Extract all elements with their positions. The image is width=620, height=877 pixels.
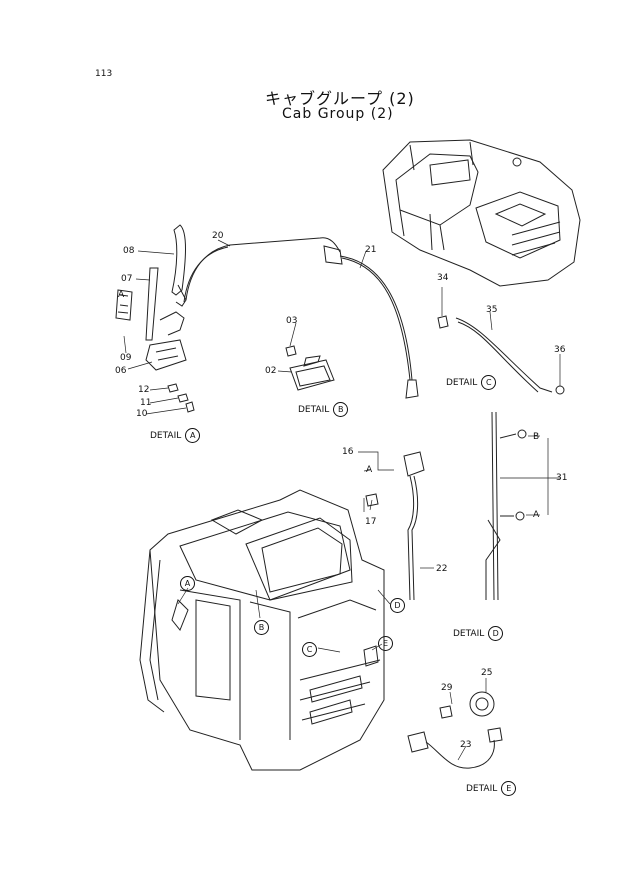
callout-08: 08 — [123, 246, 135, 256]
callout-20: 20 — [212, 231, 224, 241]
callout-09: 09 — [120, 353, 132, 363]
cab-marker-e: E — [378, 636, 393, 651]
callout-36: 36 — [554, 345, 566, 355]
detail-e-drawing — [407, 691, 503, 769]
detail-c-drawing — [437, 315, 565, 395]
title-japanese: キャブグループ (2) — [265, 89, 415, 108]
callout-10: 10 — [136, 409, 148, 419]
callout-25: 25 — [481, 668, 493, 678]
detail-d-drawing — [365, 411, 527, 601]
callout-21: 21 — [365, 245, 377, 255]
callout-02: 02 — [265, 366, 277, 376]
callout-29: 29 — [441, 683, 453, 693]
callout-label-a-16: A — [366, 465, 373, 475]
callout-23: 23 — [460, 740, 472, 750]
harness-21-drawing — [323, 245, 419, 399]
callout-label-b-31: B — [533, 432, 540, 442]
callout-31: 31 — [556, 473, 568, 483]
detail-b-drawing — [285, 345, 335, 391]
callout-11: 11 — [140, 398, 152, 408]
cab-marker-a: A — [180, 576, 195, 591]
cab-marker-c: C — [302, 642, 317, 657]
title-english: Cab Group (2) — [282, 106, 394, 122]
callout-35: 35 — [486, 305, 498, 315]
callout-16: 16 — [342, 447, 354, 457]
callout-22: 22 — [436, 564, 448, 574]
page-number: 113 — [95, 69, 113, 79]
callout-12: 12 — [138, 385, 150, 395]
callout-label-a-31: A — [533, 510, 540, 520]
excavator-body-drawing — [382, 139, 581, 287]
callout-17: 17 — [365, 517, 377, 527]
detail-a-drawing — [115, 224, 341, 413]
callout-label-a: A — [118, 290, 125, 300]
leader-lines — [123, 239, 561, 761]
callout-07: 07 — [121, 274, 133, 284]
cab-marker-d: D — [390, 598, 405, 613]
callout-03: 03 — [286, 316, 298, 326]
callout-06: 06 — [115, 366, 127, 376]
cab-marker-b: B — [254, 620, 269, 635]
cab-drawing — [139, 489, 385, 771]
callout-34: 34 — [437, 273, 449, 283]
